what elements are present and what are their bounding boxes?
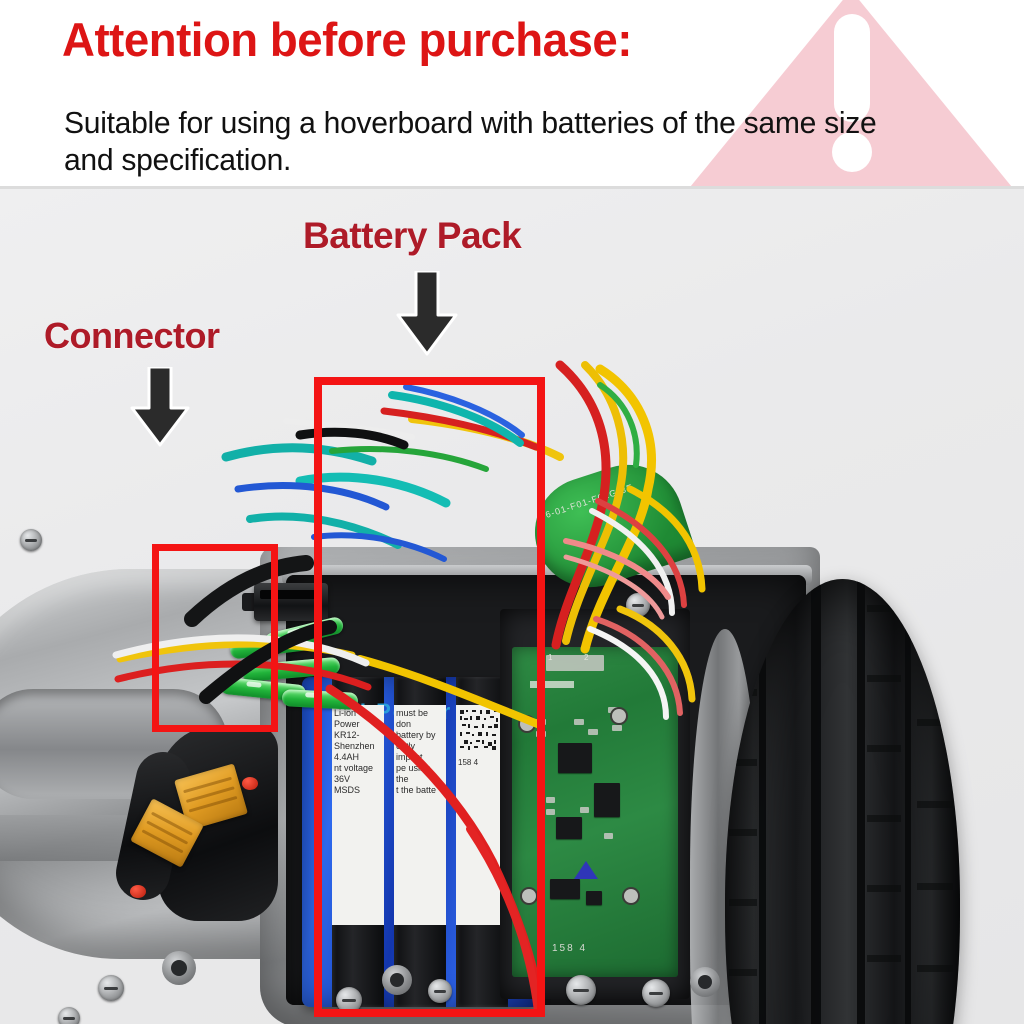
- pcb-resistor: [580, 807, 589, 813]
- red-wire-terminal: [130, 885, 146, 898]
- pcb-pin-label-1: 1: [548, 653, 553, 662]
- red-wire-terminal: [242, 777, 258, 790]
- pcb-silk-text: 158 4: [552, 943, 588, 954]
- pcb-component: [586, 891, 602, 905]
- chassis-bolt: [690, 967, 720, 997]
- battery-pack-highlight-box: [314, 377, 545, 1017]
- connector-label: Connector: [44, 315, 220, 356]
- pcb-silkscreen: [530, 681, 574, 688]
- attention-banner: Attention before purchase: Suitable for …: [0, 0, 1024, 189]
- chassis-screw: [98, 975, 124, 1001]
- pcb-resistor: [588, 729, 598, 735]
- arrow-down-icon: [130, 365, 190, 447]
- connector-highlight-box: [152, 544, 278, 732]
- pcb-ic-chip: [556, 817, 582, 839]
- pcb-ic-chip: [594, 783, 620, 817]
- pcb-ic-chip: [558, 743, 592, 773]
- chassis-screw: [566, 975, 596, 1005]
- hoverboard-photo: AI Power Li-ion Power KR12- Shenzhen 4.4…: [0, 189, 1024, 1024]
- pcb-header-pads: [546, 655, 604, 671]
- pcb-mounting-hole: [624, 889, 638, 903]
- banner-body-text: Suitable for using a hoverboard with bat…: [64, 105, 877, 177]
- battery-pack-label: Battery Pack: [303, 215, 522, 256]
- arrow-down-icon: [396, 269, 458, 356]
- pcb-mosfet: [550, 879, 580, 899]
- chassis-screw: [626, 593, 650, 617]
- tire: [725, 579, 960, 1024]
- banner-divider: [0, 186, 1024, 189]
- chassis-screw: [20, 529, 42, 551]
- pcb-resistor: [612, 725, 622, 731]
- chassis-bolt: [162, 951, 196, 985]
- pcb-pin-label-2: 2: [584, 653, 589, 662]
- pcb-resistor: [604, 833, 613, 839]
- warning-triangle-icon: [686, 0, 1016, 189]
- chassis-screw: [642, 979, 670, 1007]
- pcb-blue-capacitor: [574, 861, 598, 879]
- chassis-screw: [58, 1007, 80, 1024]
- pcb-resistor: [546, 797, 555, 803]
- pcb-resistor: [574, 719, 584, 725]
- banner-title: Attention before purchase:: [62, 13, 632, 66]
- pcb-mounting-hole: [612, 709, 626, 723]
- pcb-resistor: [546, 809, 555, 815]
